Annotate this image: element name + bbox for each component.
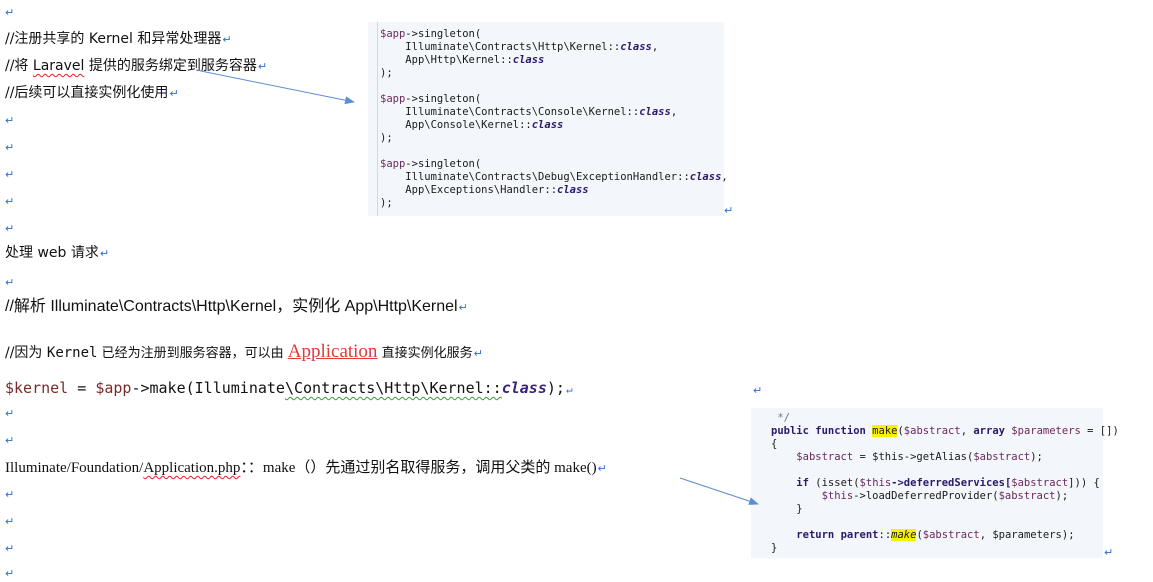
singleton-code-image: $app->singleton( Illuminate\Contracts\Ht…	[368, 22, 728, 216]
kernel-word: Kernel	[46, 345, 98, 361]
empty-paragraph: ↵	[5, 276, 15, 289]
comment-text: //后续可以直接实例化使用	[5, 85, 169, 101]
comment-text: //注册共享的 Kernel 和异常处理器	[5, 31, 222, 47]
path-description: ：：make（）先通过别名取得服务，调用父类的 make()	[240, 460, 597, 476]
path-prefix: Illuminate/Foundation/	[5, 460, 144, 476]
empty-paragraph: ↵	[5, 168, 15, 181]
because-suffix: 直接实例化服务	[377, 346, 473, 361]
paragraph-mark: ↵	[169, 87, 179, 100]
class-keyword: class	[501, 379, 547, 397]
code-gutter	[370, 22, 378, 216]
paragraph-mark: ↵	[473, 347, 483, 360]
contract-namespace: \Contracts\Http\Kernel::	[284, 379, 502, 397]
application-make-note: Illuminate/Foundation/Application.php：：m…	[5, 458, 607, 479]
paragraph-mark: ↵	[597, 463, 607, 475]
comment-prefix: //将	[5, 58, 33, 74]
application-link[interactable]: Application	[287, 341, 378, 362]
comment-line-bind: //将 Laravel 提供的服务绑定到服务容器↵	[5, 57, 267, 76]
comment-suffix: 提供的服务绑定到服务容器	[84, 58, 257, 74]
empty-paragraph: ↵	[5, 195, 15, 208]
paragraph-mark: ↵	[1104, 546, 1114, 559]
paragraph-mark: ↵	[565, 383, 573, 396]
empty-paragraph: ↵	[5, 114, 15, 127]
singleton-code: $app->singleton( Illuminate\Contracts\Ht…	[380, 28, 728, 209]
heading-text: 处理 web 请求	[5, 245, 99, 261]
because-prefix: //因为	[5, 345, 47, 361]
paragraph-mark: ↵	[257, 60, 268, 73]
empty-paragraph: ↵	[5, 407, 15, 420]
kernel-variable: $kernel	[5, 379, 69, 397]
paragraph-mark: ↵	[753, 384, 763, 397]
resolve-text: //解析 Illuminate\Contracts\Http\Kernel，实例…	[5, 298, 458, 315]
empty-paragraph: ↵	[5, 141, 15, 154]
empty-paragraph: ↵	[5, 434, 15, 447]
because-mid: 已经为注册到服务容器，可以由	[97, 346, 288, 361]
make-method-code: */ public function make($abstract, array…	[771, 412, 1119, 554]
paragraph-mark: ↵	[458, 302, 468, 314]
empty-paragraph: ↵	[5, 222, 15, 235]
arrow-to-make-code	[679, 477, 759, 505]
empty-paragraph: ↵	[5, 515, 15, 528]
comment-line-instantiate: //后续可以直接实例化使用↵	[5, 84, 179, 103]
arrow-to-singleton-code	[195, 69, 355, 105]
laravel-word: Laravel	[32, 58, 85, 74]
empty-paragraph: ↵	[5, 6, 15, 19]
empty-paragraph: ↵	[5, 567, 15, 580]
assign-op: =	[68, 379, 96, 397]
because-comment: //因为 Kernel 已经为注册到服务容器，可以由 Application 直…	[5, 341, 483, 365]
paragraph-mark: ↵	[99, 247, 110, 260]
web-request-heading: 处理 web 请求↵	[5, 244, 109, 263]
make-call: ->make(Illuminate	[131, 379, 285, 397]
paragraph-mark: ↵	[222, 33, 232, 46]
empty-paragraph: ↵	[5, 542, 15, 555]
application-file: Application.php	[143, 460, 241, 476]
kernel-make-code: $kernel = $app->make(Illuminate\Contract…	[5, 378, 573, 400]
make-method-code-image: */ public function make($abstract, array…	[751, 408, 1119, 558]
paragraph-mark: ↵	[724, 204, 734, 217]
empty-paragraph: ↵	[5, 488, 15, 501]
call-end: );	[546, 379, 565, 397]
comment-line-register: //注册共享的 Kernel 和异常处理器↵	[5, 30, 232, 49]
resolve-comment: //解析 Illuminate\Contracts\Http\Kernel，实例…	[5, 297, 468, 318]
app-variable: $app	[95, 379, 132, 397]
